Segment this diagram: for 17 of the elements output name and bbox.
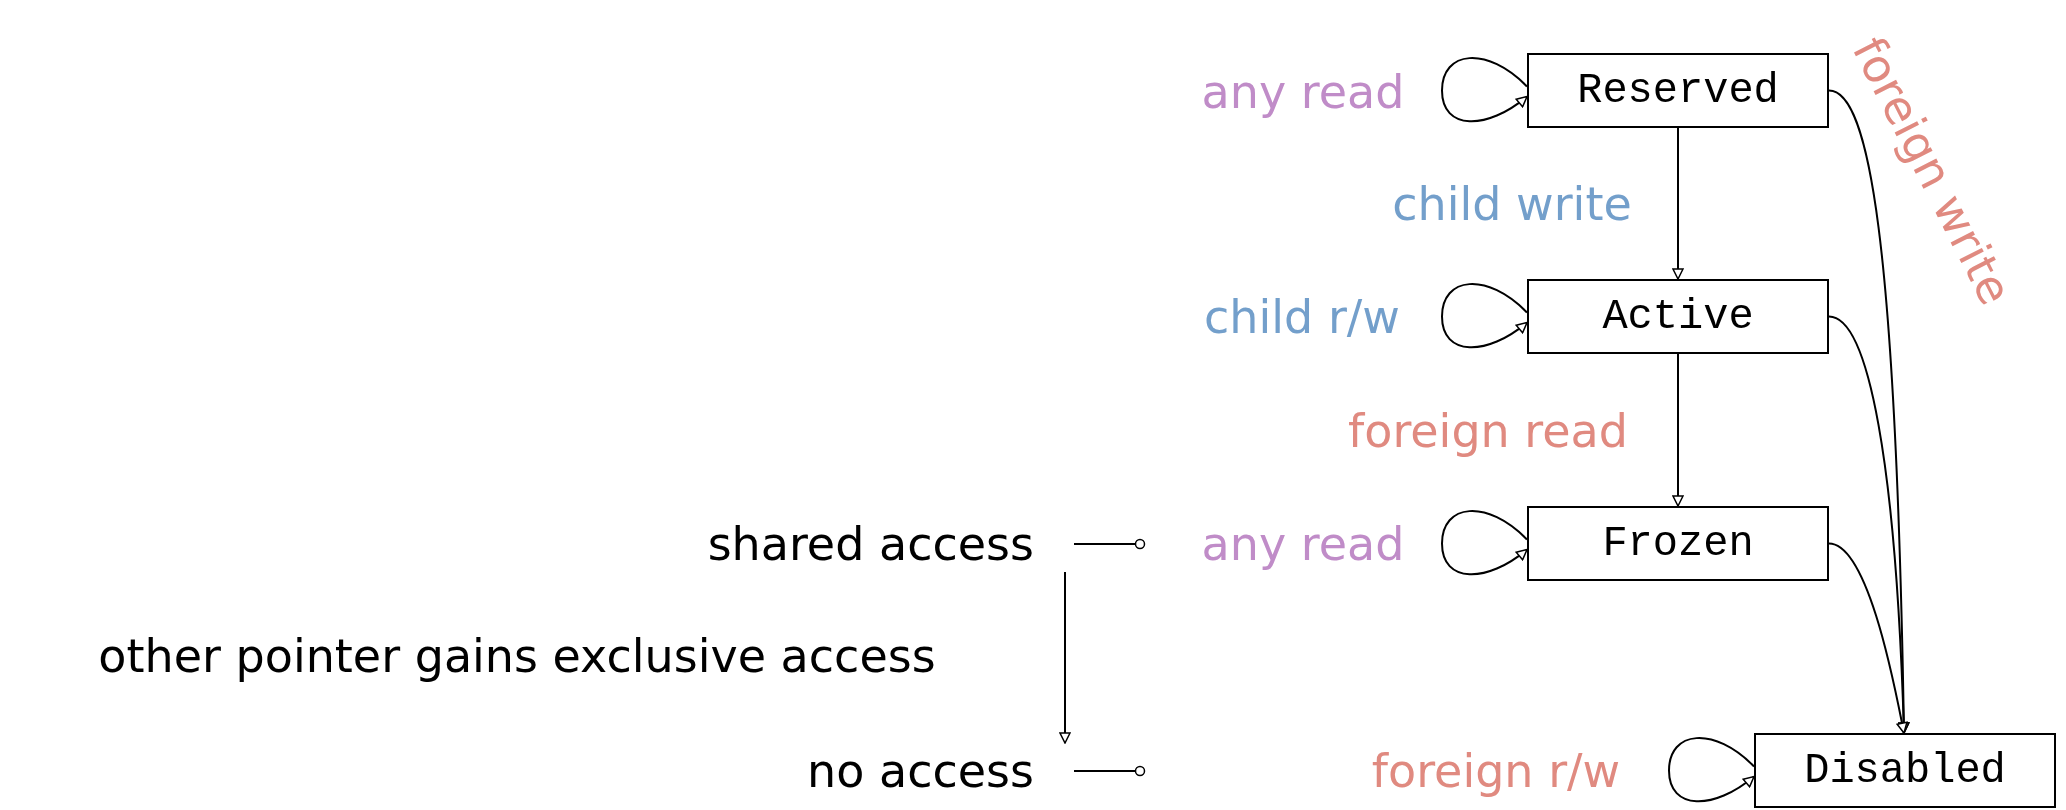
state-box: Frozen <box>1527 506 1829 581</box>
state-text: no access <box>660 743 1074 799</box>
transition-arrow <box>1059 571 1071 744</box>
self-loop-arrow <box>1441 510 1528 576</box>
self-loop-arrow <box>1668 737 1755 803</box>
state-text: shared access <box>660 516 1074 572</box>
state-box: Disabled <box>1754 733 2056 808</box>
connector-line <box>1073 765 1146 777</box>
self-loop-arrow <box>1441 283 1528 349</box>
transition-arrow <box>1672 353 1684 507</box>
transition-arrow <box>1828 315 1910 734</box>
self-loop-arrow <box>1441 57 1528 123</box>
connector-line <box>1073 538 1146 550</box>
state-box: Reserved <box>1527 53 1829 128</box>
transition-arrow <box>1828 542 1908 734</box>
transition-arrow <box>1672 127 1684 280</box>
state-box: Active <box>1527 279 1829 354</box>
